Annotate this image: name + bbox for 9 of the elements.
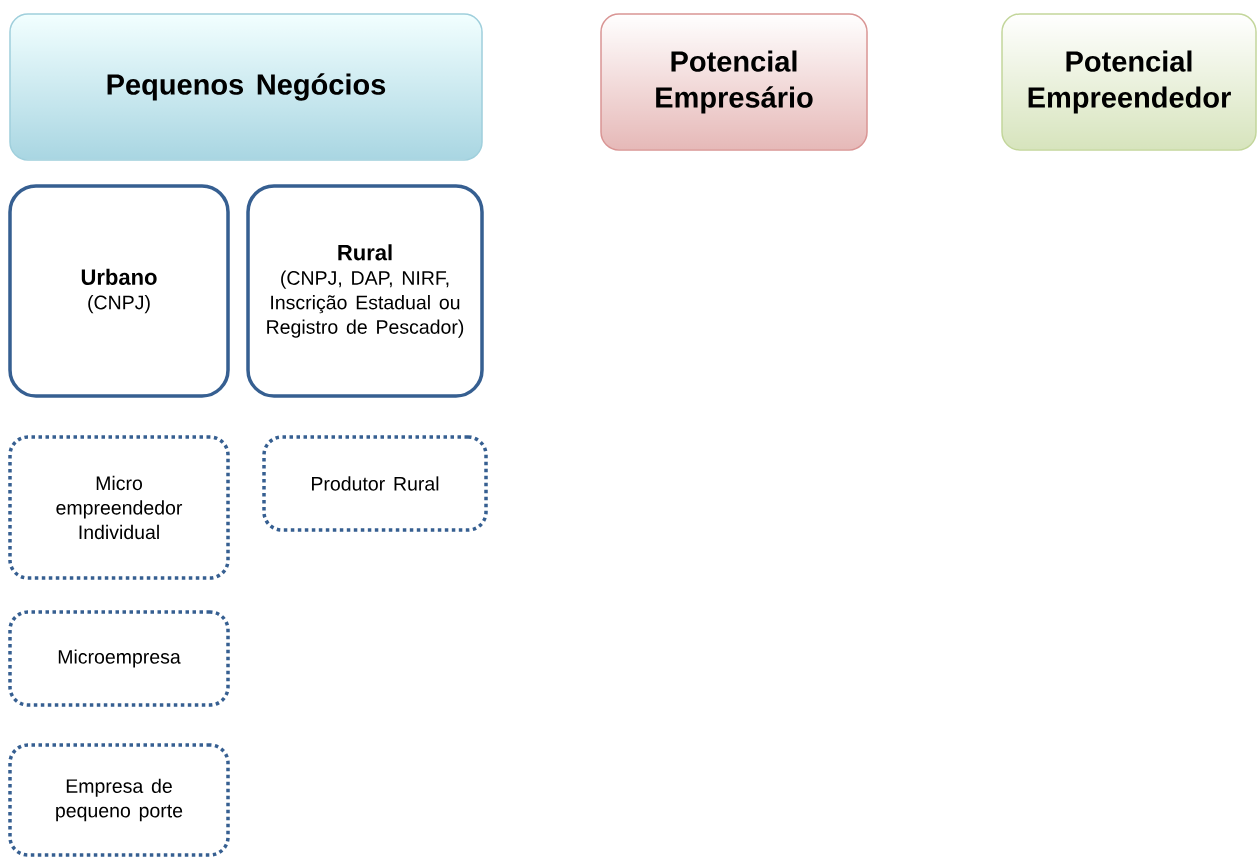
type-box: Microempresa	[8, 610, 230, 707]
type-box: Produtor Rural	[262, 435, 488, 532]
heading-box: Potencial Empreendedor	[1001, 13, 1257, 151]
hero-box: Pequenos Negócios	[9, 13, 483, 161]
type-box: Empresa de pequeno porte	[8, 743, 230, 857]
heading-box: Potencial Empresário	[600, 13, 868, 151]
category-box: Urbano (CNPJ)	[8, 184, 230, 398]
category-box: Rural (CNPJ, DAP, NIRF, Inscrição Estadual ou Registro de Pescador)	[246, 184, 484, 398]
type-box: Micro empreendedor Individual	[8, 435, 230, 580]
